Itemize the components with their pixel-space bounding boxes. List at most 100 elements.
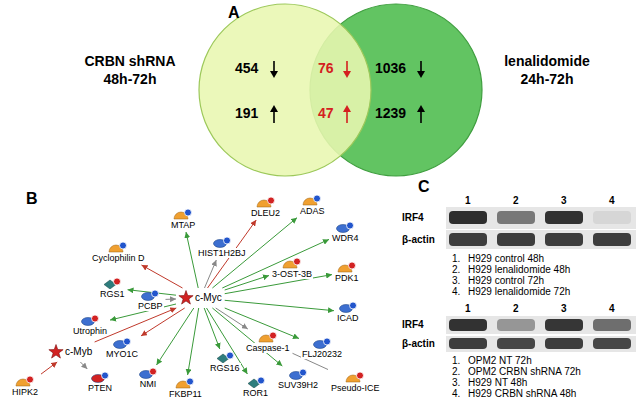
expression-dot <box>347 222 354 229</box>
text-label: IRF4 <box>402 319 424 330</box>
text-label: H929 control 72h <box>468 275 544 286</box>
gene-node: MYO1C <box>105 337 139 359</box>
gene-node: PCBP <box>137 289 164 311</box>
expression-dot <box>294 258 301 265</box>
gene-icon <box>90 371 110 383</box>
gene-label: NMI <box>139 379 158 389</box>
blot-ground <box>446 316 636 334</box>
gene-label: HIST1H2BJ <box>197 248 247 258</box>
gene-label: MYO1C <box>105 349 139 359</box>
gene-icon <box>288 368 308 380</box>
circle-shape <box>310 4 482 176</box>
gene-label: ROR1 <box>242 388 269 398</box>
set-heading: lenalidomide 24h-72h <box>492 52 602 88</box>
expression-dot <box>124 338 131 345</box>
text-label: 2. <box>452 366 460 377</box>
arrow-shaft <box>420 112 422 123</box>
text-label: 4 <box>609 303 615 314</box>
blot-ground <box>446 230 636 249</box>
blot-band <box>449 338 487 349</box>
gene-node: PTEN <box>87 371 113 393</box>
blot-band <box>593 338 631 349</box>
gene-label: HIPK2 <box>11 387 39 397</box>
relation-line <box>207 308 248 374</box>
text-label: 2 <box>513 195 519 206</box>
gene-label: Cyclophilin D <box>91 253 146 263</box>
gene-label: ICAD <box>336 313 360 323</box>
relation-line <box>186 232 198 288</box>
expression-dot <box>223 237 230 244</box>
gene-icon <box>80 314 100 326</box>
gene-icon <box>140 289 160 301</box>
relation-line <box>95 308 177 342</box>
gene-icon <box>335 221 355 233</box>
relation-line <box>225 276 269 291</box>
gene-icon <box>112 337 132 349</box>
gene-icon <box>212 236 232 248</box>
text-label: B <box>26 190 38 208</box>
relation-line <box>225 308 299 339</box>
text-label: 1. <box>452 355 460 366</box>
expression-dot <box>150 368 157 375</box>
gene-node: NMI <box>138 367 158 389</box>
blot-band <box>449 211 487 224</box>
text-label: 2 <box>513 303 519 314</box>
expression-dot <box>102 372 109 379</box>
relation-line <box>225 300 334 310</box>
blot-band <box>497 319 535 331</box>
gene-icon <box>256 196 276 208</box>
gene-icon <box>175 377 195 389</box>
blot-ground <box>446 207 636 229</box>
gene-icon <box>338 301 358 313</box>
relation-line <box>166 299 177 300</box>
arrow-shaft <box>346 112 348 123</box>
relation-line <box>222 239 329 288</box>
arrow-shaft <box>420 61 422 72</box>
circle-outline <box>195 2 375 178</box>
text-label: β-actin <box>402 338 435 349</box>
set-heading: CRBN shRNA 48h-72h <box>75 52 185 88</box>
gene-node: ICAD <box>336 301 360 323</box>
expression-dot <box>300 369 307 376</box>
gene-icon <box>302 194 322 206</box>
text-label: β-actin <box>402 234 435 245</box>
expression-dot <box>226 352 233 359</box>
gene-icon <box>282 257 302 269</box>
text-label: C <box>418 178 430 196</box>
relation-line <box>142 265 183 288</box>
gene-label: PTEN <box>87 383 113 393</box>
western-blot-bottom <box>446 316 636 352</box>
blot-ground <box>446 336 636 352</box>
blot-band <box>545 211 583 224</box>
expression-dot <box>114 278 121 285</box>
gene-node: c-Myc <box>178 290 223 306</box>
gene-label: RGS1 <box>99 289 126 299</box>
text-label: 3. <box>452 275 460 286</box>
expression-dot <box>92 315 99 322</box>
expression-dot <box>187 378 194 385</box>
blot-band <box>593 319 631 331</box>
gene-node: ROR1 <box>242 376 269 398</box>
expression-dot <box>348 262 355 269</box>
relation-line <box>212 308 282 366</box>
text-label: 76 <box>318 60 334 77</box>
gene-node: Utrophin <box>72 314 108 336</box>
blot-band <box>449 319 487 331</box>
western-blot-top <box>446 207 636 249</box>
gene-label: PDK1 <box>334 273 360 283</box>
gene-node: FKBP11 <box>168 377 203 399</box>
expression-dot <box>27 376 34 383</box>
text-label: 4. <box>452 388 460 399</box>
relation-line <box>204 308 220 349</box>
gene-node: HIPK2 <box>11 375 39 397</box>
text-label: H929 NT 48h <box>468 377 527 388</box>
blot-band <box>497 211 535 224</box>
circle-outline <box>308 2 484 178</box>
text-label: 4. <box>452 286 460 297</box>
gene-label: PCBP <box>137 301 164 311</box>
gene-node: Pseudo-ICE <box>330 371 381 393</box>
expression-dot <box>324 338 331 345</box>
star-shape <box>179 291 193 305</box>
relation-line <box>80 362 87 369</box>
